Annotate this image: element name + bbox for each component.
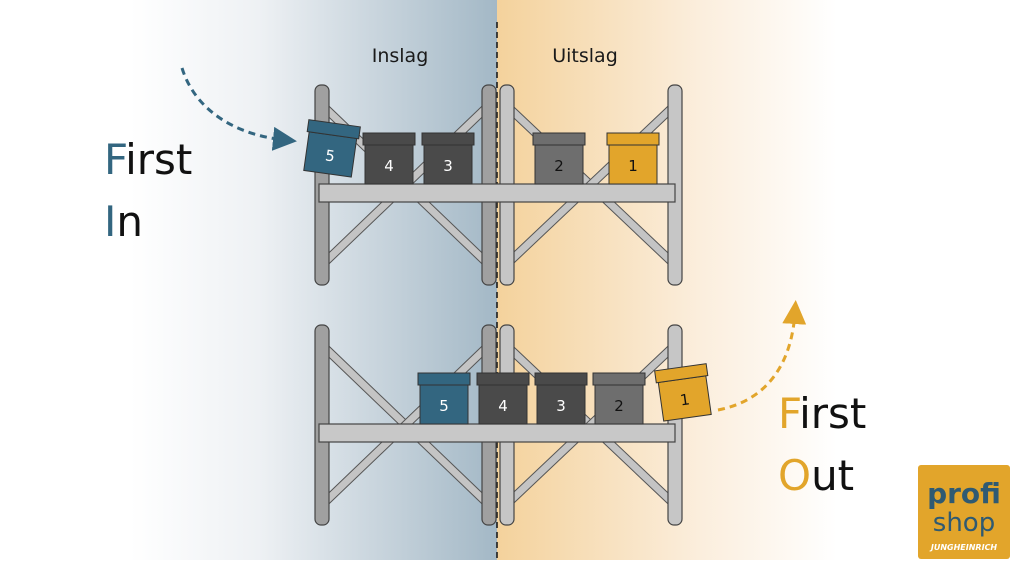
rack-shelf — [318, 183, 676, 203]
svg-text:shop: shop — [933, 508, 995, 538]
top-rack — [314, 84, 683, 286]
box-number: 1 — [628, 157, 638, 175]
box-lid — [306, 119, 361, 140]
box-number: 3 — [443, 157, 453, 175]
top-box-4: 4 — [362, 132, 416, 185]
first-in-line2: In — [104, 197, 143, 246]
top-box-2: 2 — [532, 132, 586, 185]
profishop-logo: profi shop JUNGHEINRICH — [918, 465, 1010, 559]
svg-text:JUNGHEINRICH: JUNGHEINRICH — [929, 543, 998, 552]
box-number: 2 — [554, 157, 564, 175]
box-lid — [534, 372, 588, 386]
box-lid — [606, 132, 660, 146]
bottom-box-2: 2 — [592, 372, 646, 425]
box-lid — [592, 372, 646, 386]
inbound-label: Inslag — [372, 45, 429, 67]
first-out-line2: Out — [778, 451, 854, 500]
top-box-3: 3 — [421, 132, 475, 185]
svg-text:profi: profi — [927, 477, 1001, 510]
box-lid — [532, 132, 586, 146]
box-number: 2 — [614, 397, 624, 415]
first-in-line1: First — [104, 135, 192, 184]
box-lid — [654, 363, 709, 384]
bottom-box-4: 4 — [476, 372, 530, 425]
box-number: 1 — [679, 390, 691, 409]
bottom-box-3: 3 — [534, 372, 588, 425]
top-box-5: 5 — [303, 119, 361, 178]
box-number: 4 — [384, 157, 394, 175]
rack-shelf — [318, 423, 676, 443]
top-box-1: 1 — [606, 132, 660, 185]
bottom-box-1: 1 — [654, 363, 712, 422]
box-lid — [417, 372, 471, 386]
box-lid — [476, 372, 530, 386]
inbound-arrow — [180, 67, 297, 151]
bottom-box-5: 5 — [417, 372, 471, 425]
box-number: 5 — [439, 397, 449, 415]
box-lid — [362, 132, 416, 146]
inbound-zone — [130, 0, 497, 560]
outbound-arrow — [717, 300, 807, 412]
box-number: 4 — [498, 397, 508, 415]
first-out-line1: First — [778, 389, 866, 438]
box-number: 5 — [324, 146, 336, 165]
outbound-zone — [497, 0, 837, 560]
outbound-label: Uitslag — [552, 45, 618, 67]
box-lid — [421, 132, 475, 146]
box-number: 3 — [556, 397, 566, 415]
